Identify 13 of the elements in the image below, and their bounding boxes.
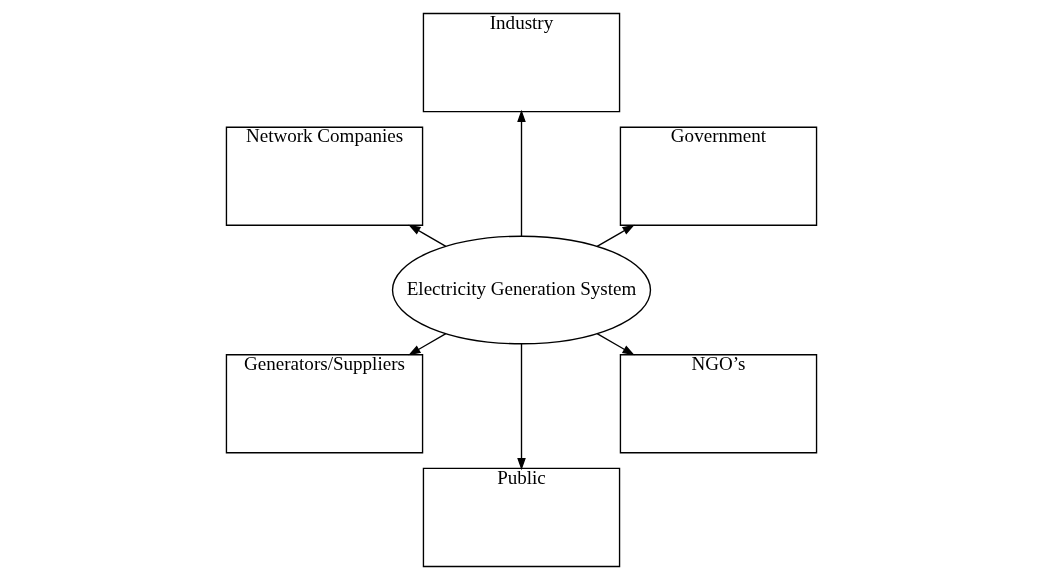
node-box: NGO’s xyxy=(619,354,818,454)
node-box: Network Companies xyxy=(225,126,424,226)
node-ellipse: Electricity Generation System xyxy=(391,235,652,345)
arrow xyxy=(596,332,635,356)
arrow xyxy=(408,332,447,356)
arrow xyxy=(408,224,447,248)
arrow xyxy=(596,224,635,248)
node-box: Industry xyxy=(422,12,621,113)
arrow xyxy=(517,343,526,471)
node-box: Generators/Suppliers xyxy=(225,354,424,454)
arrow xyxy=(517,109,526,237)
node-box: Government xyxy=(619,126,818,226)
node-box: Public xyxy=(422,467,621,568)
